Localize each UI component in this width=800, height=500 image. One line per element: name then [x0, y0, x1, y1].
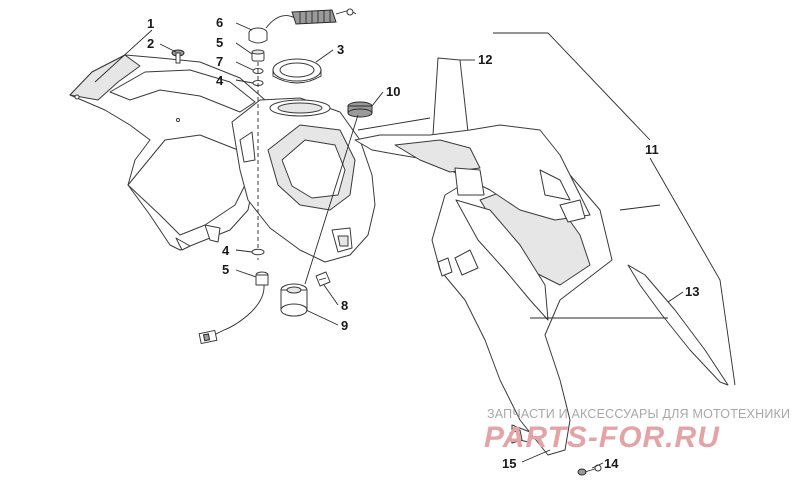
callout-1: 1: [147, 16, 154, 31]
callout-5: 5: [216, 35, 223, 50]
right-side-fairing: [431, 154, 613, 456]
callout-15: 15: [502, 456, 516, 471]
screw-part-14: [577, 464, 602, 476]
callout-12: 12: [478, 52, 492, 67]
side-panel-part-13: [627, 264, 729, 386]
left-front-fairing: [69, 54, 273, 251]
center-console: [231, 97, 376, 263]
cap-part-10: [347, 101, 373, 118]
callout-5-lower: 5: [222, 262, 229, 277]
cap-lanyard-part-6: [248, 8, 357, 44]
switch-part-9: [280, 283, 308, 317]
callout-4-lower: 4: [222, 243, 230, 258]
callout-10: 10: [386, 84, 400, 99]
callout-2: 2: [147, 36, 154, 51]
callout-8: 8: [341, 298, 348, 313]
watermark-logo: PARTS-FOR.RU: [484, 421, 720, 454]
grommet-top-part-5: [251, 49, 265, 62]
callout-labels: 1 2 3 4 5 6 7 8 9 10 11 12 13 14 15 4 5: [147, 15, 699, 471]
watermark-tagline: ЗАПЧАСТИ И АКСЕССУАРЫ ДЛЯ МОТОТЕХНИКИ: [487, 407, 790, 421]
clip-part-15: [509, 429, 523, 444]
callout-3: 3: [337, 42, 344, 57]
callout-14: 14: [604, 456, 619, 471]
callout-11: 11: [645, 142, 659, 157]
ring-part-3: [272, 58, 322, 84]
leader-lines: [94, 22, 736, 469]
sensor-cable-part-5: [198, 271, 269, 345]
callout-7: 7: [216, 54, 223, 69]
clip-part-8: [315, 271, 331, 287]
callout-13: 13: [685, 284, 699, 299]
washer-bottom-part-4: [251, 248, 265, 256]
callout-6: 6: [216, 15, 223, 30]
watermark: ЗАПЧАСТИ И АКСЕССУАРЫ ДЛЯ МОТОТЕХНИКИ PA…: [484, 407, 790, 454]
upper-fairing-part-12: [354, 57, 591, 223]
callout-9: 9: [341, 318, 348, 333]
callout-4: 4: [216, 73, 224, 88]
